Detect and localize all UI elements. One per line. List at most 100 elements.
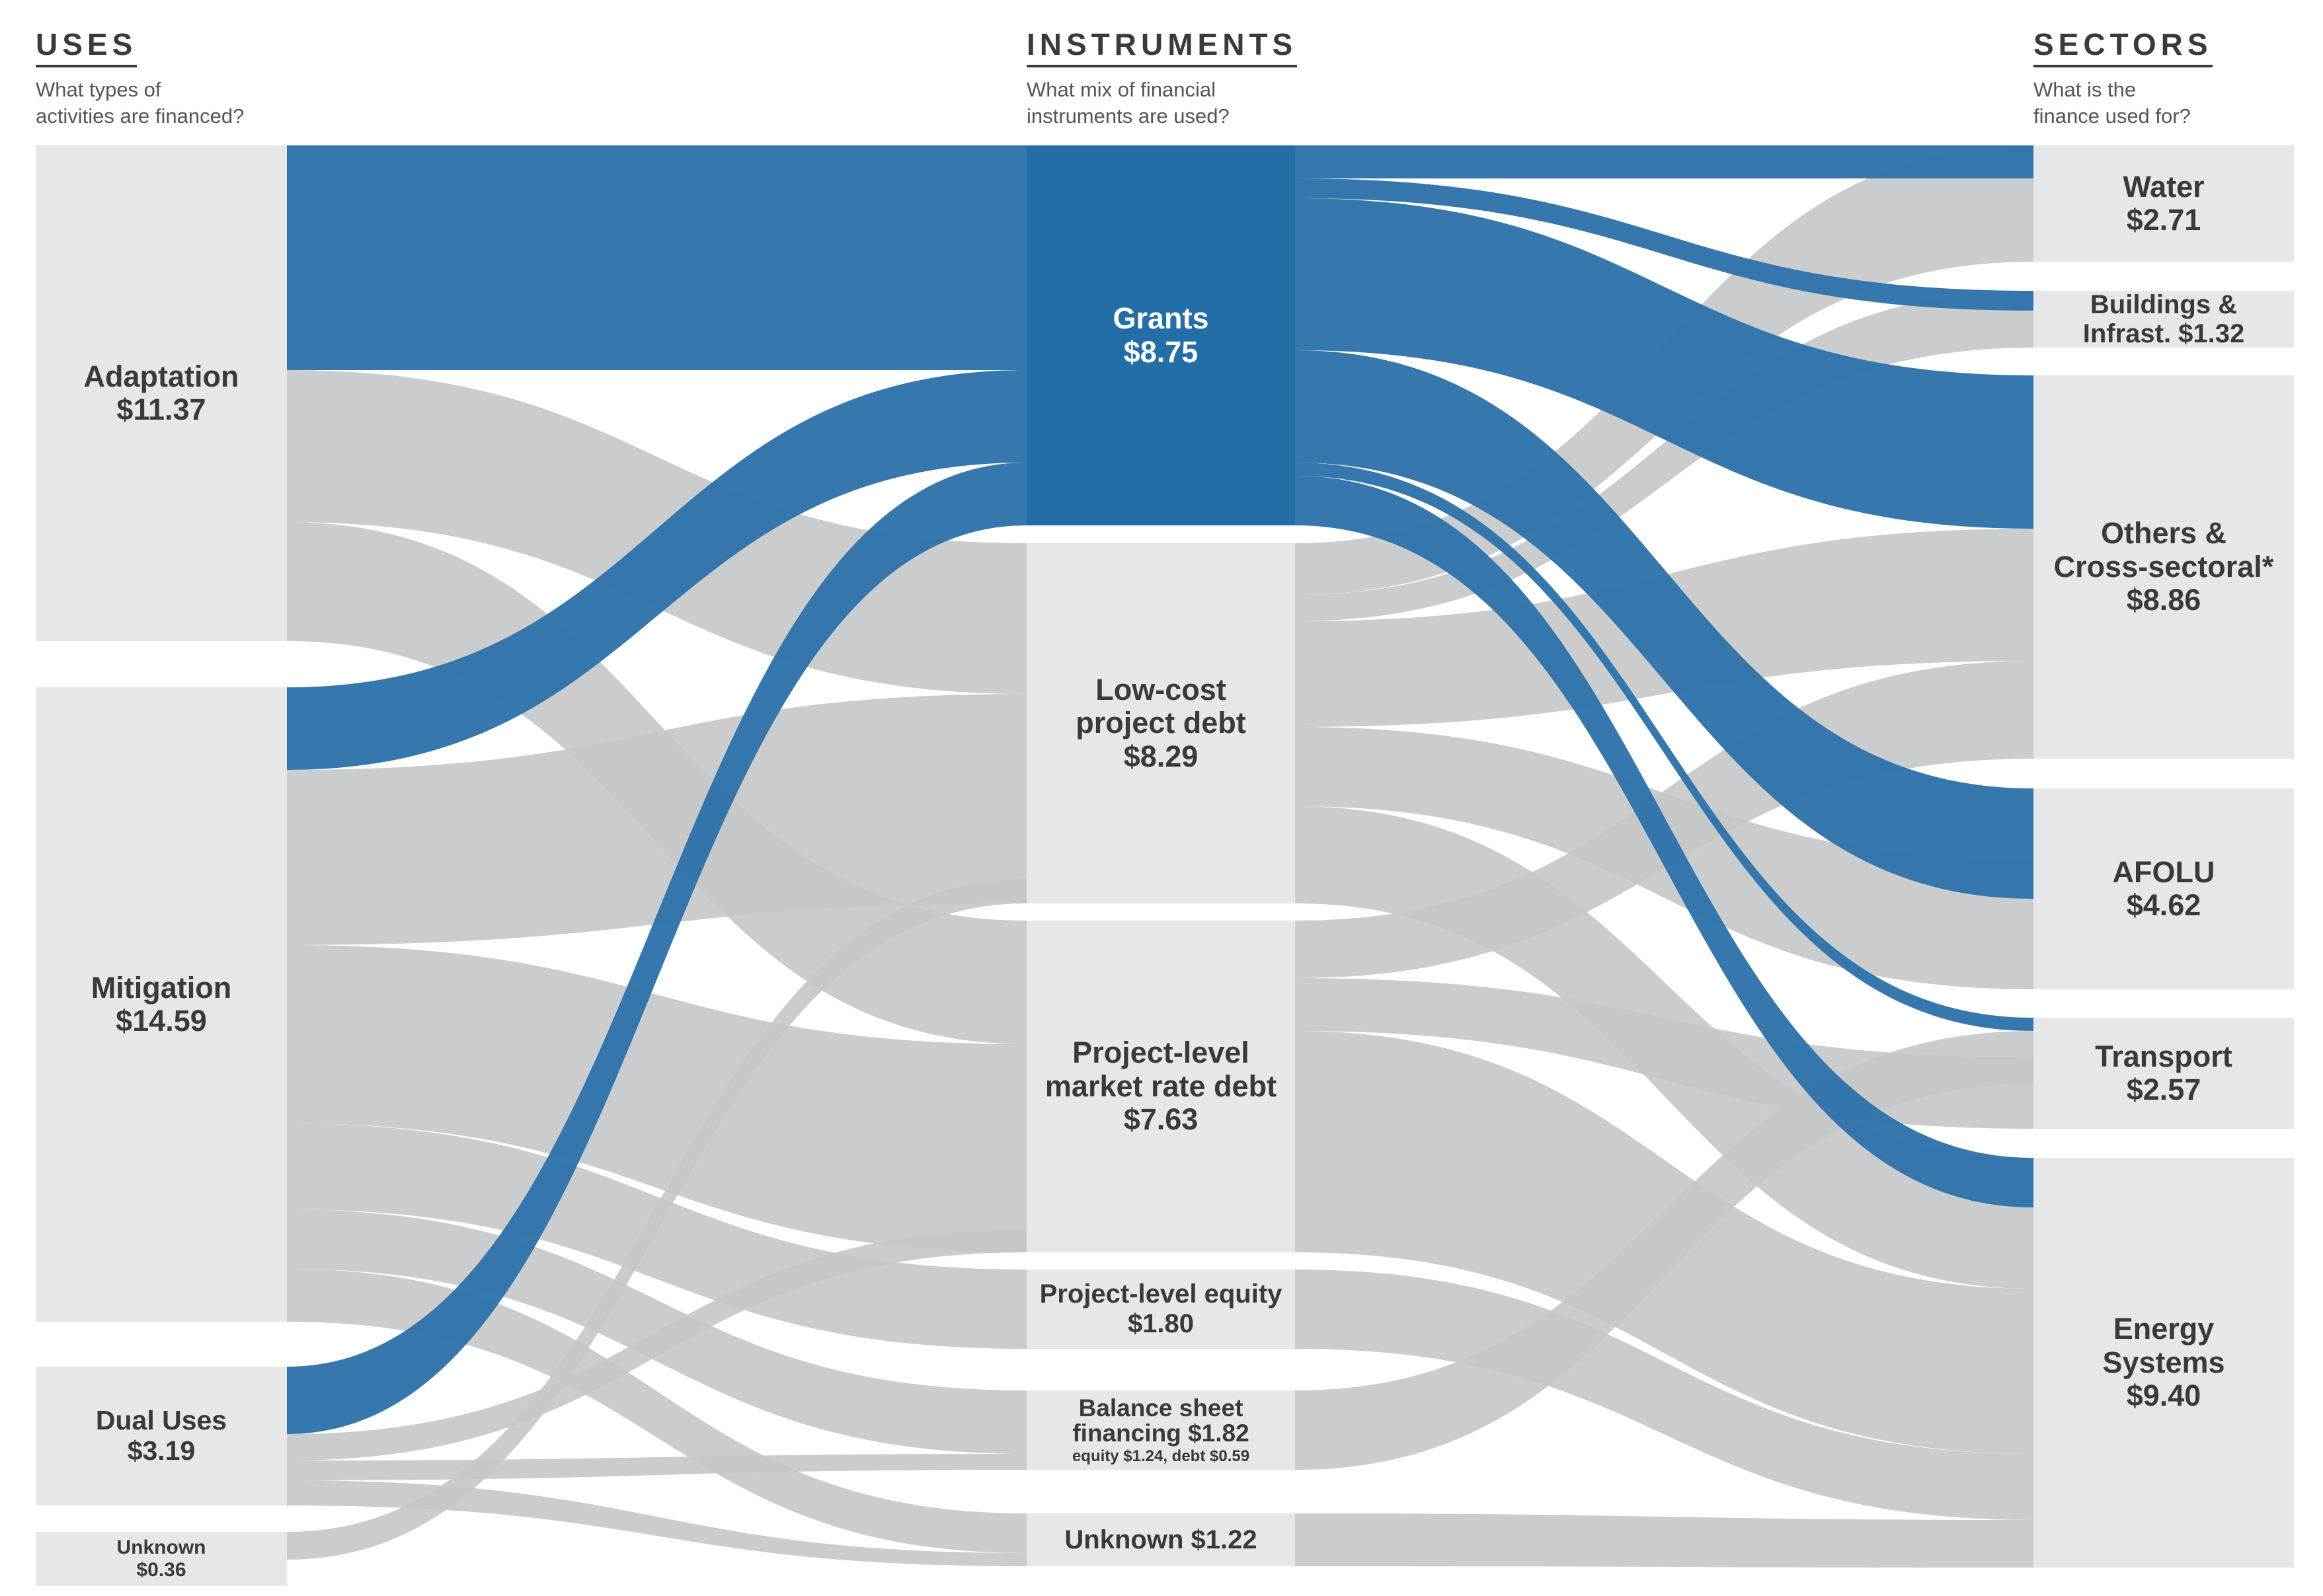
uses-subtitle: What types of activities are financed? [36,77,244,130]
node-buildings-label: Buildings & Infrast. $1.32 [2033,290,2294,348]
sectors-title: SECTORS [2033,26,2213,67]
node-project-equity [1027,1270,1295,1349]
energy-line-1: Energy [2113,1312,2215,1346]
node-unknown-instrument-label: Unknown $1.22 [1027,1513,1295,1566]
afolu-value: $4.62 [2126,888,2201,922]
water-name: Water [2123,169,2205,204]
transport-value: $2.57 [2126,1073,2201,1106]
unknown-use-value: $0.36 [136,1559,186,1581]
market-line-2: market rate debt [1044,1069,1277,1103]
node-unknown-instrument [1027,1513,1295,1566]
node-mitigation-label: Mitigation $14.59 [36,687,287,1322]
node-afolu [2033,788,2294,989]
flow-dual-balance [287,1454,1027,1480]
flow-mitigation-unknown [287,1269,1027,1553]
instruments-subtitle-line-1: What mix of financial [1027,78,1216,101]
low-cost-line-1: Low-cost [1095,672,1226,706]
flow-grants-buildings [1295,178,2033,311]
node-adaptation [36,145,287,641]
grants-value: $8.75 [1123,334,1199,369]
mitigation-value: $14.59 [116,1004,207,1038]
node-grants-label: Grants $8.75 [1027,145,1295,525]
buildings-value: Infrast. $1.32 [2082,319,2245,348]
uses-to-instruments-flows [287,145,1027,1566]
node-low-cost-debt [1027,543,1295,903]
uses-title: USES [36,26,138,67]
energy-line-2: Systems [2102,1345,2225,1379]
flow-grants-others [1295,198,2033,529]
node-others [2033,375,2294,759]
low-cost-value: $8.29 [1123,739,1199,773]
water-value: $2.71 [2126,203,2201,237]
node-adaptation-label: Adaptation $11.37 [36,145,287,641]
others-line-2: Cross-sectoral* [2053,549,2274,584]
others-value: $8.86 [2126,583,2201,617]
node-project-equity-label: Project-level equity $1.80 [1027,1270,1295,1349]
instruments-to-sectors-flows [1295,145,2033,1568]
energy-value: $9.40 [2126,1379,2201,1413]
equity-line-1: Project-level equity [1039,1279,1282,1309]
node-energy [2033,1158,2294,1568]
flow-grants-transport [1295,463,2033,1031]
balance-note: equity $1.24, debt $0.59 [1072,1447,1250,1465]
node-market-rate-debt [1027,921,1295,1252]
sectors-subtitle-line-2: finance used for? [2033,104,2191,128]
flow-unknown-lowcost [287,879,1027,1560]
flow-dual-market [287,1229,1027,1461]
buildings-line-1: Buildings & [2090,290,2238,319]
market-line-1: Project-level [1072,1036,1249,1070]
flow-dual-grants [287,463,1027,1434]
uses-header: USES What types of activities are financ… [36,26,244,130]
flow-unknown-energy [1295,1513,2033,1568]
dual-uses-name: Dual Uses [95,1405,227,1436]
node-others-label: Others & Cross-sectoral* $8.86 [2033,375,2294,759]
equity-value: $1.80 [1127,1309,1195,1338]
flow-adaptation-grants [287,145,1027,370]
sectors-subtitle: What is the finance used for? [2033,77,2213,130]
uses-subtitle-line-2: activities are financed? [36,104,245,128]
node-balance-sheet-label: Balance sheet financing $1.82 equity $1.… [1027,1390,1295,1470]
others-line-1: Others & [2100,516,2227,551]
dual-uses-value: $3.19 [127,1435,196,1466]
grants-name: Grants [1113,301,1209,336]
uses-subtitle-line-1: What types of [36,78,161,101]
node-dual-uses [36,1367,287,1505]
node-energy-label: Energy Systems $9.40 [2033,1158,2294,1568]
node-water [2033,145,2294,262]
node-grants [1027,145,1295,525]
balance-line-1: Balance sheet [1078,1394,1243,1422]
flow-grants-afolu [1295,350,2033,899]
unknown-instrument-value: Unknown $1.22 [1064,1525,1257,1554]
unknown-use-name: Unknown [116,1537,206,1559]
adaptation-name: Adaptation [83,359,239,393]
mitigation-name: Mitigation [91,970,232,1005]
node-low-cost-debt-label: Low-cost project debt $8.29 [1027,543,1295,903]
node-buildings [2033,291,2294,348]
sectors-header: SECTORS What is the finance used for? [2033,26,2213,130]
flow-dual-unknown [287,1480,1027,1566]
flow-mitigation-lowcost [287,694,1027,945]
instruments-subtitle-line-2: instruments are used? [1027,104,1230,128]
node-unknown-use-label: Unknown $0.36 [36,1532,287,1586]
node-unknown-use [36,1532,287,1586]
instruments-header: INSTRUMENTS What mix of financial instru… [1027,26,1298,130]
market-value: $7.63 [1123,1102,1199,1137]
flow-grants-water [1295,145,2033,178]
transport-name: Transport [2095,1039,2232,1073]
flow-mitigation-grants [287,370,1027,770]
instruments-title: INSTRUMENTS [1027,26,1298,67]
node-balance-sheet [1027,1390,1295,1470]
adaptation-value: $11.37 [116,393,206,426]
afolu-name: AFOLU [2112,855,2215,889]
node-transport-label: Transport $2.57 [2033,1018,2294,1129]
flow-mitigation-market [287,945,1027,1252]
flow-mitigation-equity [287,1123,1027,1349]
node-mitigation [36,687,287,1322]
low-cost-line-2: project debt [1076,706,1246,740]
instruments-subtitle: What mix of financial instruments are us… [1027,77,1297,130]
flow-grants-energy [1295,476,2033,1207]
balance-line-2: financing $1.82 [1072,1419,1249,1447]
sankey-nodes [36,145,2294,1586]
